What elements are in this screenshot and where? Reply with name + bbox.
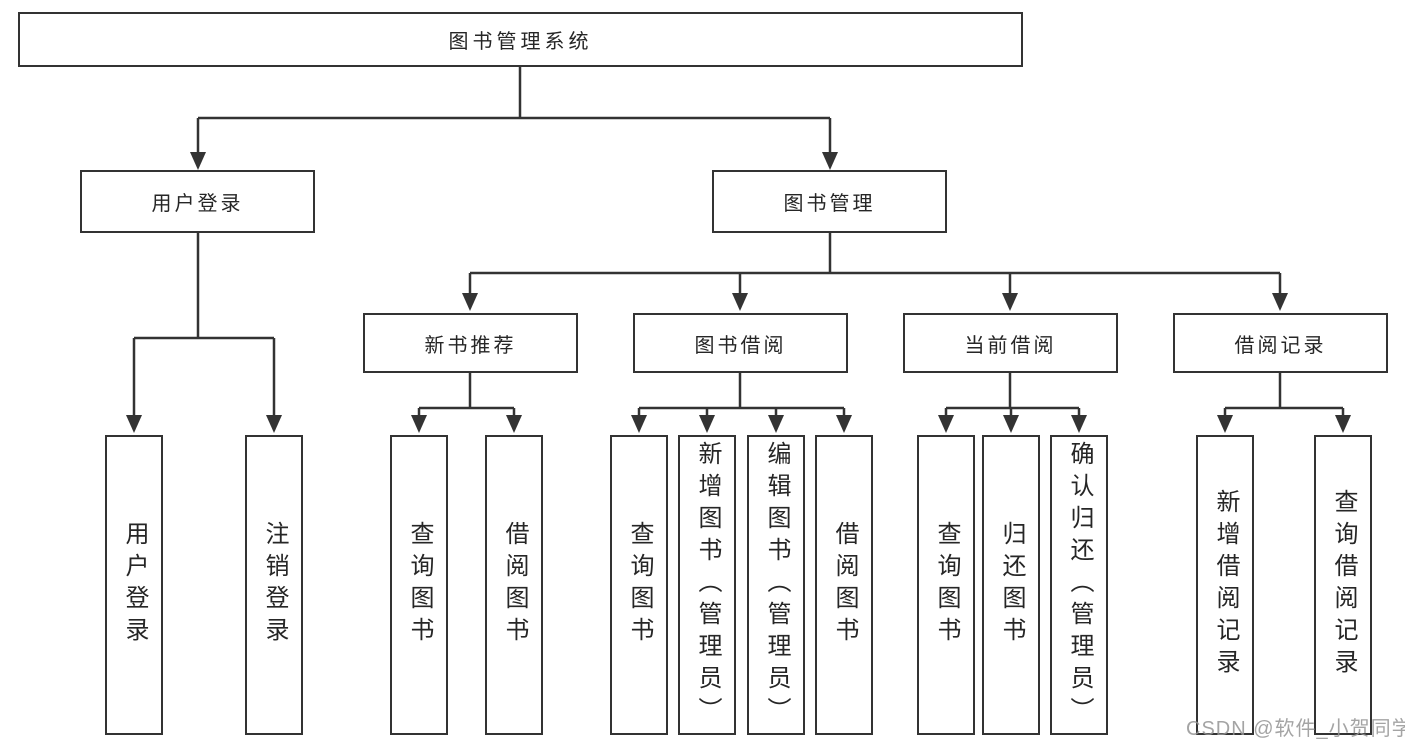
csdn-watermark: CSDN @软件_小贺同学 [1186,718,1405,740]
leaf-borrow-borrow-books-label: 借阅图书 [831,521,858,649]
leaf-add-books-admin: 新增图书（管理员） [678,435,736,735]
node-library-system-label: 图书管理系统 [448,31,593,53]
leaf-user-login: 用户登录 [105,435,163,735]
node-book-borrow: 图书借阅 [633,313,848,373]
leaf-return-books-label: 归还图书 [998,521,1025,649]
leaf-confirm-return-admin: 确认归还（管理员） [1050,435,1108,735]
leaf-edit-books-admin-label: 编辑图书（管理员） [763,441,790,729]
node-library-system: 图书管理系统 [18,12,1023,67]
node-user-login-branch-label: 用户登录 [151,193,244,215]
node-user-login-branch: 用户登录 [80,170,315,233]
leaf-add-borrow-record: 新增借阅记录 [1196,435,1254,735]
leaf-borrow-query-books: 查询图书 [610,435,668,735]
leaf-logout-label: 注销登录 [261,521,288,649]
leaf-recommend-borrow-books: 借阅图书 [485,435,543,735]
leaf-logout: 注销登录 [245,435,303,735]
leaf-query-borrow-record: 查询借阅记录 [1314,435,1372,735]
leaf-return-books: 归还图书 [982,435,1040,735]
node-current-borrow-label: 当前借阅 [964,334,1057,357]
leaf-current-query-books-label: 查询图书 [933,521,960,649]
leaf-recommend-query-books: 查询图书 [390,435,448,735]
leaf-edit-books-admin: 编辑图书（管理员） [747,435,805,735]
leaf-borrow-query-books-label: 查询图书 [626,521,653,649]
leaf-current-query-books: 查询图书 [917,435,975,735]
leaf-add-borrow-record-label: 新增借阅记录 [1212,489,1239,681]
leaf-query-borrow-record-label: 查询借阅记录 [1330,489,1357,681]
node-new-book-recommend: 新书推荐 [363,313,578,373]
leaf-recommend-query-books-label: 查询图书 [406,521,433,649]
node-current-borrow: 当前借阅 [903,313,1118,373]
leaf-user-login-label: 用户登录 [121,521,148,649]
leaf-add-books-admin-label: 新增图书（管理员） [694,441,721,729]
node-borrow-records: 借阅记录 [1173,313,1388,373]
node-book-management: 图书管理 [712,170,947,233]
node-borrow-records-label: 借阅记录 [1234,334,1327,357]
node-book-management-label: 图书管理 [783,193,876,215]
leaf-confirm-return-admin-label: 确认归还（管理员） [1066,441,1093,729]
node-new-book-recommend-label: 新书推荐 [424,334,517,357]
leaf-recommend-borrow-books-label: 借阅图书 [501,521,528,649]
leaf-borrow-borrow-books: 借阅图书 [815,435,873,735]
node-book-borrow-label: 图书借阅 [694,334,787,357]
